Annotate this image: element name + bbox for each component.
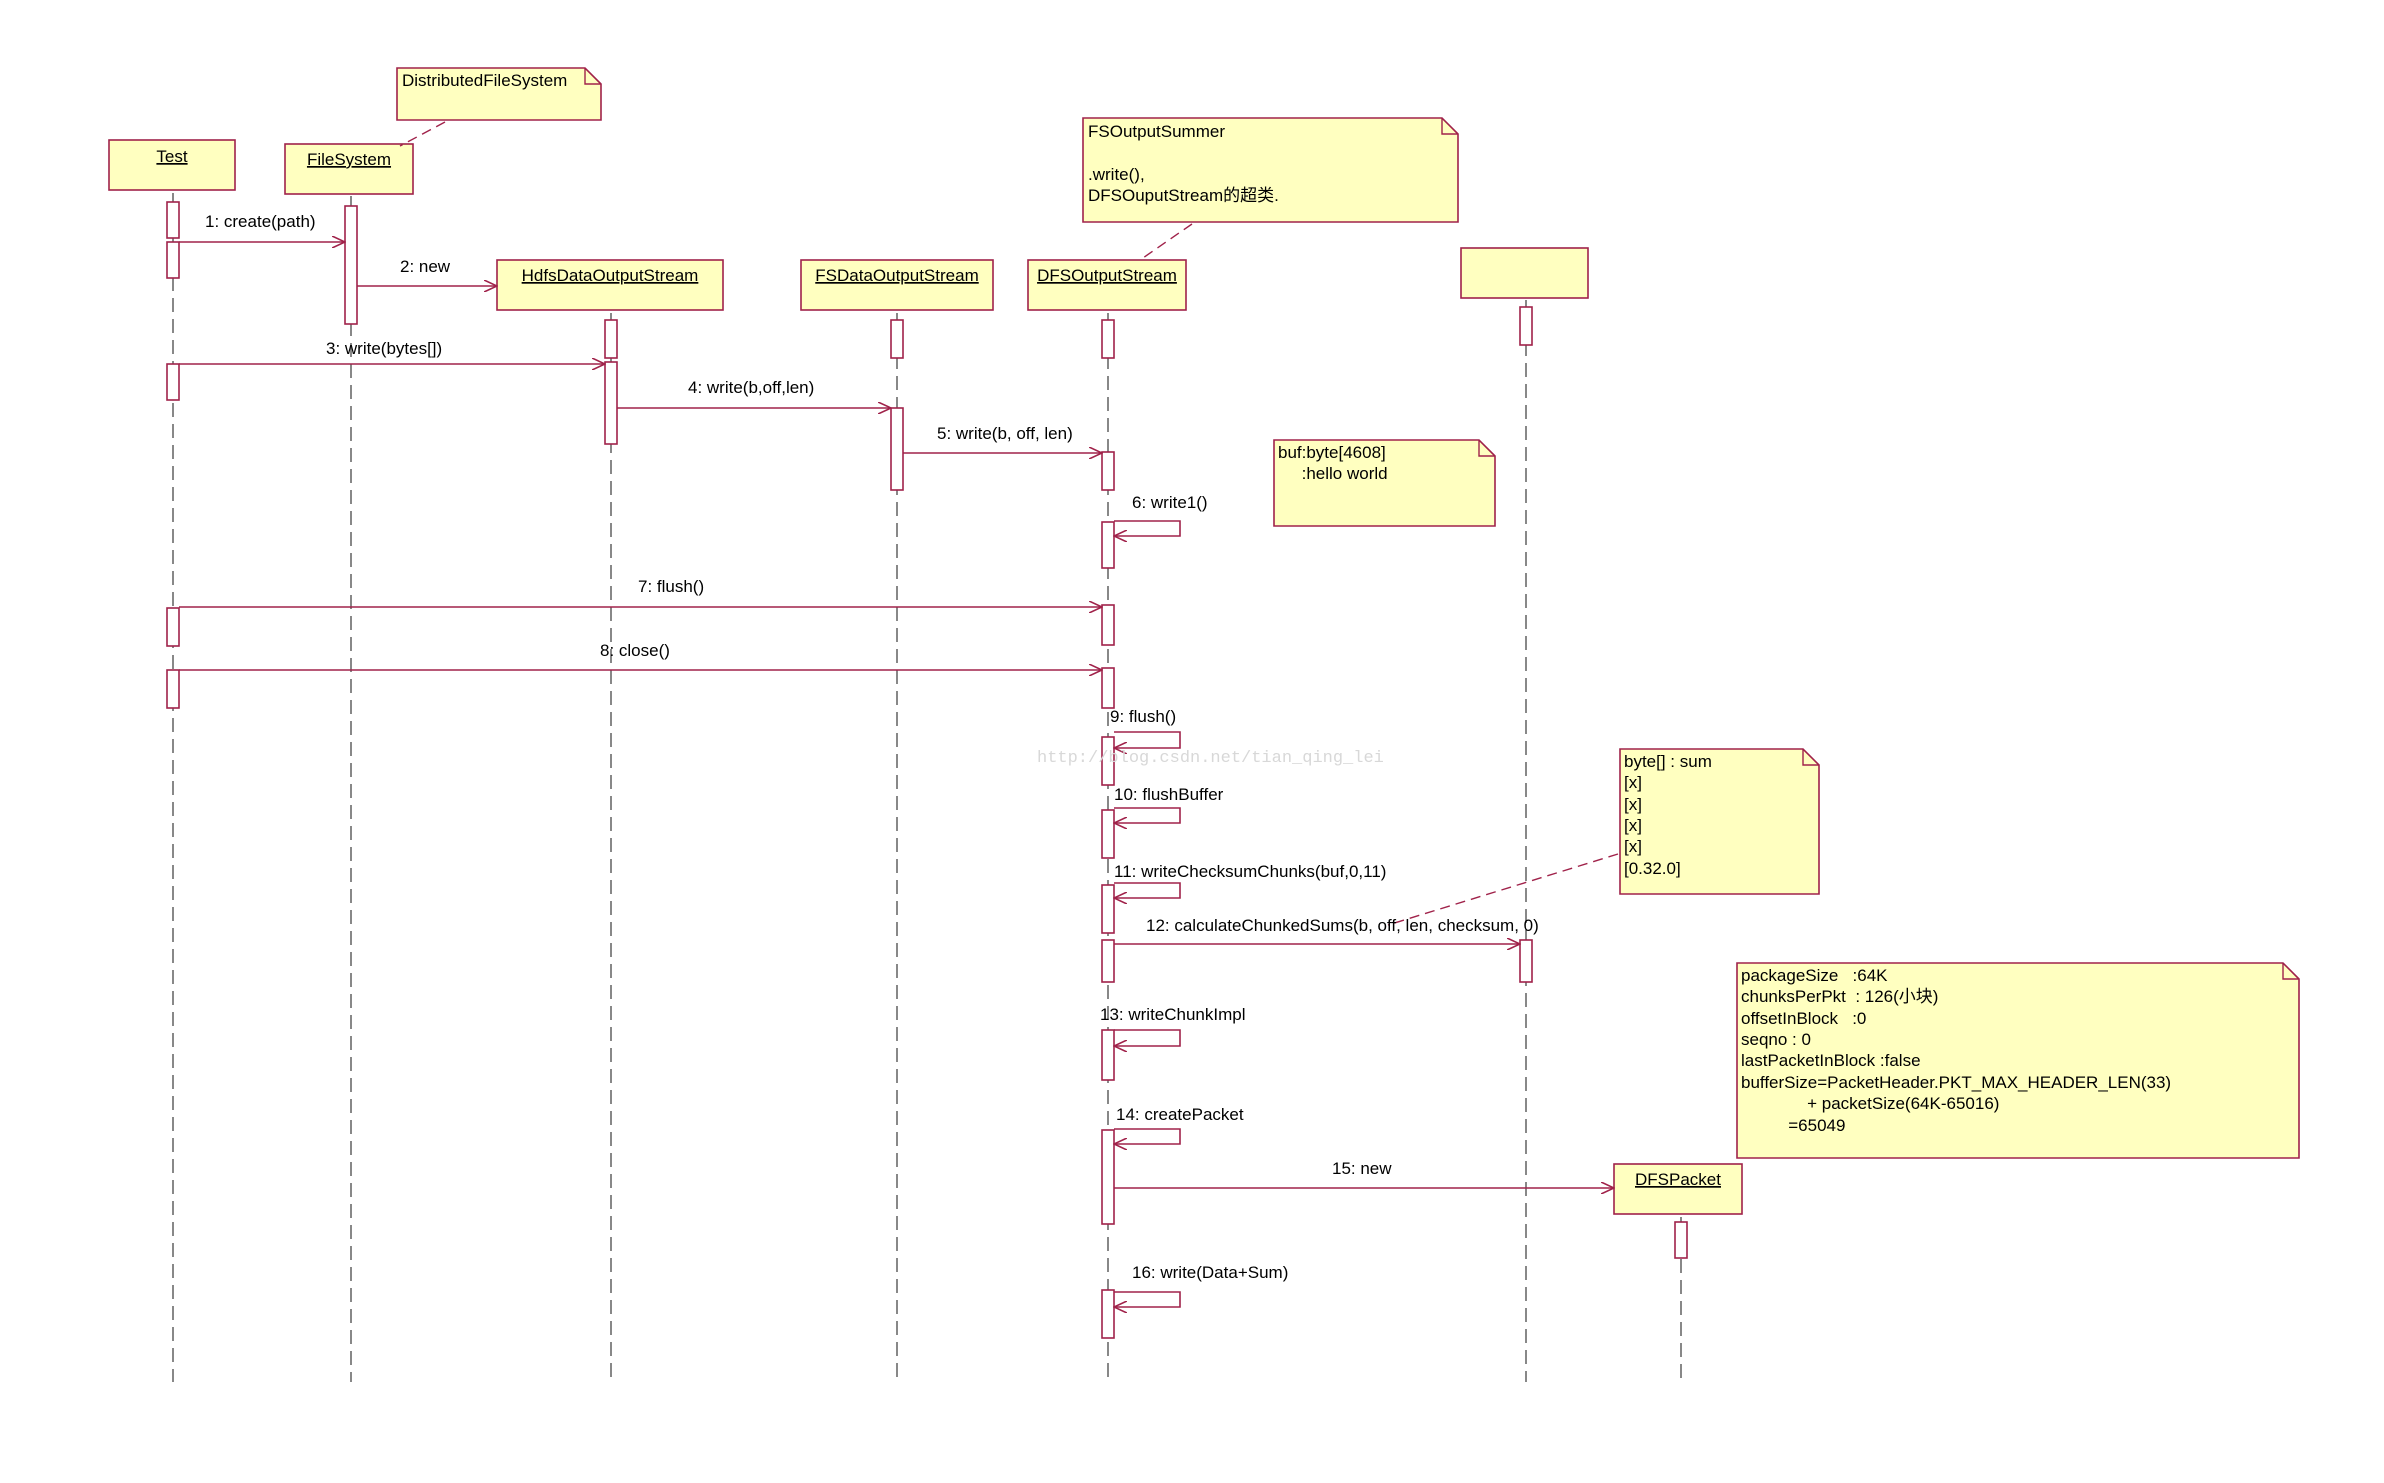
message-self-arrow[interactable] xyxy=(1114,731,1181,748)
activation-bar xyxy=(890,407,904,491)
participant-dfsoutputstream[interactable]: DFSOutputStream xyxy=(1027,259,1187,311)
participant-label: DFSPacket xyxy=(1635,1170,1721,1189)
activation-bar xyxy=(1101,1129,1115,1225)
note-line: byte[] : sum xyxy=(1624,752,1712,771)
activation-bar xyxy=(604,361,618,445)
note-fsoutputsummer[interactable]: FSOutputSummer .write(), DFSOuputStream的… xyxy=(1082,117,1459,223)
message-label: 7: flush() xyxy=(638,577,704,596)
message-self-arrow[interactable] xyxy=(1114,882,1181,898)
note-line: FSOutputSummer xyxy=(1088,122,1225,141)
note-line: [0.32.0] xyxy=(1624,859,1681,878)
note-line: [x] xyxy=(1624,816,1642,835)
participant-label: DFSOutputStream xyxy=(1037,266,1177,285)
activation-bar xyxy=(1519,939,1533,983)
note-line: DFSOuputStream的超类. xyxy=(1088,186,1279,205)
lifelines xyxy=(172,193,1682,1382)
activation-bar xyxy=(1101,521,1115,569)
note-line: DistributedFileSystem xyxy=(402,71,567,90)
activation-bar xyxy=(166,669,180,709)
message-label: 12: calculateChunkedSums(b, off, len, ch… xyxy=(1146,916,1539,935)
message-label: 14: createPacket xyxy=(1116,1105,1244,1124)
message-label: 3: write(bytes[]) xyxy=(326,339,442,358)
message-label: 9: flush() xyxy=(1110,707,1176,726)
note-line: .write(), xyxy=(1088,165,1145,184)
message-self-arrow[interactable] xyxy=(1114,807,1181,823)
note-byte-sum[interactable]: byte[] : sum [x] [x] [x] [x] [0.32.0] xyxy=(1619,748,1820,895)
note-line: =65049 xyxy=(1741,1116,1845,1135)
note-line: [x] xyxy=(1624,795,1642,814)
activation-bar xyxy=(1101,809,1115,859)
message-label: 15: new xyxy=(1332,1159,1392,1178)
message-self-arrow[interactable] xyxy=(1114,520,1181,536)
activation-bar xyxy=(166,363,180,401)
note-line: lastPacketInBlock :false xyxy=(1741,1051,1921,1070)
message-label: 16: write(Data+Sum) xyxy=(1132,1263,1288,1282)
note-line: [x] xyxy=(1624,773,1642,792)
activation-bar xyxy=(1101,1029,1115,1081)
message-label: 1: create(path) xyxy=(205,212,316,231)
activations xyxy=(166,201,1688,1339)
participant-label: HdfsDataOutputStream xyxy=(522,266,699,285)
note-packet[interactable]: packageSize :64K chunksPerPkt : 126(小块) … xyxy=(1736,962,2300,1159)
participant-label: Test xyxy=(156,147,187,166)
message-label: 10: flushBuffer xyxy=(1114,785,1224,804)
note-buf[interactable]: buf:byte[4608] :hello world xyxy=(1273,439,1496,527)
activation-bar xyxy=(344,205,358,325)
participant-filesystem[interactable]: FileSystem xyxy=(284,143,414,195)
note-line: bufferSize=PacketHeader.PKT_MAX_HEADER_L… xyxy=(1741,1073,2171,1092)
message-label: 11: writeChecksumChunks(buf,0,11) xyxy=(1114,862,1386,881)
activation-bar xyxy=(1101,939,1115,983)
activation-bar xyxy=(1101,604,1115,646)
message-label: 5: write(b, off, len) xyxy=(937,424,1073,443)
message-label: 4: write(b,off,len) xyxy=(688,378,814,397)
activation-bar xyxy=(1101,736,1115,786)
note-distributedfilesystem[interactable]: DistributedFileSystem xyxy=(396,67,602,121)
note-line: packageSize :64K xyxy=(1741,966,1888,985)
note-line: [x] xyxy=(1624,837,1642,856)
activation-bar xyxy=(166,241,180,279)
activation-bar xyxy=(890,319,904,359)
activation-bar xyxy=(166,607,180,647)
participants: Test FileSystem HdfsDataOutputStream FSD… xyxy=(108,139,1743,1215)
participant-test[interactable]: Test xyxy=(108,139,236,191)
note-line: chunksPerPkt : 126(小块) xyxy=(1741,987,1938,1006)
activation-bar xyxy=(1101,667,1115,709)
note-line: :hello world xyxy=(1278,464,1388,483)
participant-fsdataoutputstream[interactable]: FSDataOutputStream xyxy=(800,259,994,311)
activation-bar xyxy=(1101,884,1115,934)
activation-bar xyxy=(1674,1221,1688,1259)
message-self-arrow[interactable] xyxy=(1114,1291,1181,1307)
watermark-text: http://blog.csdn.net/tian_qing_lei xyxy=(1037,749,1384,768)
note-line: buf:byte[4608] xyxy=(1278,443,1386,462)
message-label: 8: close() xyxy=(600,641,670,660)
activation-bar xyxy=(1519,306,1533,346)
message-label: 6: write1() xyxy=(1132,493,1208,512)
note-connector xyxy=(1387,853,1619,926)
participant-blank[interactable] xyxy=(1460,247,1589,299)
note-connector xyxy=(399,121,446,147)
participant-label: FileSystem xyxy=(307,150,391,169)
message-label: 2: new xyxy=(400,257,451,276)
participant-hdfsdataoutputstream[interactable]: HdfsDataOutputStream xyxy=(496,259,724,311)
activation-bar xyxy=(166,201,180,239)
activation-bar xyxy=(1101,1289,1115,1339)
note-line: offsetInBlock :0 xyxy=(1741,1009,1866,1028)
notes: DistributedFileSystem FSOutputSummer .wr… xyxy=(396,67,2300,1159)
message-self-arrow[interactable] xyxy=(1114,1128,1181,1144)
activation-bar xyxy=(1101,451,1115,491)
note-line: + packetSize(64K-65016) xyxy=(1741,1094,1999,1113)
participant-label: FSDataOutputStream xyxy=(815,266,978,285)
activation-bar xyxy=(604,319,618,359)
note-connector xyxy=(1139,223,1193,261)
message-labels: 1: create(path) 2: new 3: write(bytes[])… xyxy=(205,212,1539,1282)
activation-bar xyxy=(1101,319,1115,359)
messages xyxy=(179,242,1614,1307)
note-line: seqno : 0 xyxy=(1741,1030,1811,1049)
message-label: 13: writeChunkImpl xyxy=(1100,1005,1246,1024)
participant-dfspacket[interactable]: DFSPacket xyxy=(1613,1163,1743,1215)
message-self-arrow[interactable] xyxy=(1114,1029,1181,1046)
